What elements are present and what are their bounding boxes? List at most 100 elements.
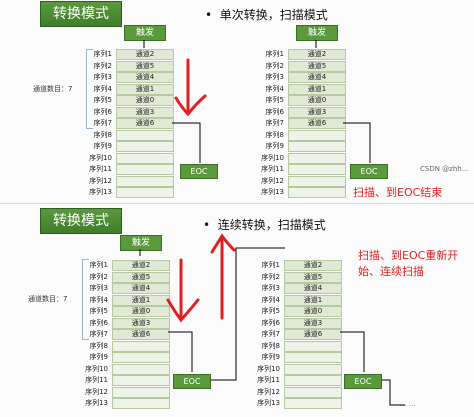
- channel-count-label: 通道数目：7: [33, 85, 73, 93]
- scan-note: 扫描、到EOC结束: [353, 186, 443, 199]
- sequence-label: 序列9: [93, 142, 112, 150]
- sequence-label: 序列1: [265, 50, 284, 58]
- sequence-label: 序列10: [257, 364, 280, 373]
- sequence-label: 序列10: [89, 153, 112, 162]
- sequence-label: 序列5: [265, 96, 284, 104]
- sequence-label: 序列5: [93, 96, 112, 104]
- sequence-label: 序列12: [261, 176, 284, 185]
- channel-cell: [284, 375, 342, 386]
- channel-cell: [116, 129, 174, 141]
- sequence-label: 序列10: [261, 153, 284, 162]
- sequence-label: 序列3: [261, 284, 280, 292]
- channel-cell: [112, 352, 170, 363]
- channel-cell: 通道5: [116, 60, 174, 72]
- sequence-label: 序列1: [261, 261, 280, 269]
- note-line-1: 扫描、到EOC重新开: [358, 249, 459, 262]
- channel-cell: 通道3: [284, 317, 342, 329]
- channel-cell: 通道1: [116, 83, 174, 95]
- sequence-label: 序列13: [257, 399, 280, 407]
- sequence-label: 序列13: [261, 188, 284, 196]
- channel-cell: 通道6: [284, 329, 342, 340]
- channel-cell: 通道0: [284, 306, 342, 317]
- sequence-label: 序列2: [261, 272, 280, 281]
- mode-title: 转换模式: [40, 1, 122, 27]
- channel-cell: 通道2: [112, 260, 170, 271]
- channel-cell: [112, 340, 170, 352]
- sequence-label: 序列5: [89, 307, 108, 315]
- sequence-label: 序列8: [261, 341, 280, 350]
- channel-cell: [112, 398, 170, 409]
- channel-cell: [112, 363, 170, 375]
- sequence-label: 序列2: [265, 61, 284, 70]
- channel-cell: [288, 152, 346, 164]
- channel-cell: [284, 352, 342, 363]
- channel-cell: [288, 175, 346, 187]
- channel-cell: [288, 129, 346, 141]
- sequence-label: 序列7: [93, 119, 112, 127]
- channel-cell: 通道0: [112, 306, 170, 317]
- sequence-label: 序列3: [93, 73, 112, 81]
- sequence-label: 序列1: [93, 50, 112, 58]
- sequence-label: 序列12: [85, 387, 108, 396]
- sequence-label: 序列11: [89, 165, 112, 173]
- note-line-2: 始、连续扫描: [358, 265, 424, 278]
- eoc-line-left: [168, 331, 193, 372]
- sequence-label: 序列10: [85, 364, 108, 373]
- sequence-label: 序列12: [257, 387, 280, 396]
- eoc-line-right: [340, 331, 365, 372]
- channel-count-label: 通道数目：7: [28, 295, 68, 303]
- sequence-label: 序列4: [265, 84, 284, 93]
- sequence-label: 序列9: [261, 353, 280, 361]
- sequence-label: 序列3: [265, 73, 284, 81]
- channel-cell: [116, 187, 174, 198]
- channel-cell: 通道5: [112, 271, 170, 283]
- ellipsis: ... ...: [400, 400, 416, 408]
- channel-cell: [284, 386, 342, 398]
- red-up-arrow-bottom: [210, 233, 236, 320]
- eoc-box-left: EOC: [173, 374, 211, 389]
- channel-cell: 通道1: [284, 294, 342, 306]
- continuous-note: 扫描、到EOC重新开 始、连续扫描: [358, 248, 458, 280]
- watermark: CSDN @zhh...: [420, 165, 469, 173]
- channel-cell: [116, 164, 174, 175]
- channel-cell: 通道0: [288, 95, 346, 106]
- channel-cell: 通道1: [288, 83, 346, 95]
- mode-bullet: • 单次转换，扫描模式: [205, 8, 328, 22]
- sequence-label: 序列4: [261, 295, 280, 304]
- channel-cell: [116, 152, 174, 164]
- channel-bracket: [86, 49, 93, 129]
- sequence-label: 序列11: [257, 376, 280, 384]
- channel-cell: 通道4: [284, 283, 342, 294]
- channel-cell: 通道2: [116, 49, 174, 60]
- channel-cell: [288, 187, 346, 198]
- sequence-label: 序列6: [265, 107, 284, 116]
- channel-cell: 通道2: [284, 260, 342, 271]
- mode-bullet: • 连续转换，扫描模式: [203, 218, 326, 232]
- channel-cell: [284, 398, 342, 409]
- channel-cell: 通道0: [116, 95, 174, 106]
- channel-cell: [284, 340, 342, 352]
- sequence-label: 序列12: [89, 176, 112, 185]
- channel-cell: [284, 363, 342, 375]
- sequence-label: 序列11: [261, 165, 284, 173]
- channel-cell: 通道3: [112, 317, 170, 329]
- channel-cell: 通道3: [288, 106, 346, 118]
- channel-cell: 通道6: [112, 329, 170, 340]
- trigger-box-right: 触发: [296, 25, 338, 41]
- sequence-label: 序列4: [93, 84, 112, 93]
- sequence-label: 序列11: [85, 376, 108, 384]
- channel-cell: 通道5: [284, 271, 342, 283]
- eoc-box-right: EOC: [350, 164, 388, 179]
- channel-cell: 通道5: [288, 60, 346, 72]
- restart-loop-line: [211, 247, 285, 381]
- eoc-box-right: EOC: [344, 374, 382, 389]
- trigger-box-left: 触发: [124, 25, 166, 41]
- sequence-label: 序列13: [89, 188, 112, 196]
- sequence-label: 序列2: [89, 272, 108, 281]
- sequence-label: 序列6: [93, 107, 112, 116]
- channel-cell: [288, 141, 346, 152]
- channel-cell: 通道4: [288, 72, 346, 83]
- channel-cell: [116, 175, 174, 187]
